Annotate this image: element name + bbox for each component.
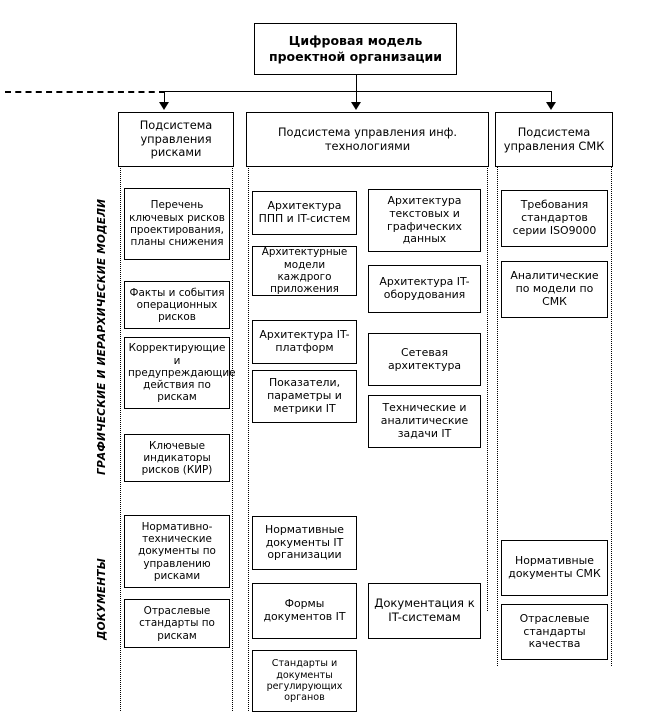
column-rail-qms-left (497, 166, 498, 666)
it-model-left-box-2[interactable]: Архитектурные модели каждрого приложения (252, 246, 357, 296)
side-label-documents: ДОКУМЕНТЫ (96, 558, 108, 640)
subsystem-box-it[interactable]: Подсистема управления инф. технологиями (246, 112, 489, 167)
it-model-right-label-2: Архитектура IT-оборудования (379, 275, 470, 301)
risk-model-label-2: Факты и события операционных рисков (129, 286, 225, 324)
side-label-models: ГРАФИЧЕСКИЕ И ИЕРАРХИЧЕСКИЕ МОДЕЛИ (96, 199, 108, 475)
it-model-left-box-3[interactable]: Архитектура IT-платформ (252, 320, 357, 364)
column-rail-it-left (248, 166, 249, 711)
qms-model-label-1: Требования стандартов серии ISO9000 (512, 198, 597, 237)
title-stem-line (356, 75, 357, 92)
qms-document-box-1[interactable]: Нормативные документы СМК (501, 540, 608, 596)
subsystem-box-risk[interactable]: Подсистема управления рисками (118, 112, 234, 167)
risk-model-box-2[interactable]: Факты и события операционных рисков (124, 281, 230, 329)
subsystem-box-qms[interactable]: Подсистема управления СМК (495, 112, 613, 167)
qms-model-label-2: Аналитические по модели по СМК (510, 269, 599, 308)
column-rail-qms-right (611, 166, 612, 666)
side-label-documents-text: ДОКУМЕНТЫ (96, 558, 108, 640)
branch-line-risk (164, 91, 165, 103)
subsystem-label-it: Подсистема управления инф. технологиями (277, 125, 458, 153)
qms-document-label-1: Нормативные документы СМК (508, 554, 601, 580)
risk-model-label-4: Ключевые индикаторы рисков (КИР) (141, 439, 213, 477)
subsystem-label-risk: Подсистема управления рисками (139, 118, 213, 160)
risk-model-label-3: Корректирующие и предупреждающие действи… (128, 342, 236, 404)
column-rail-risk-right (232, 166, 233, 711)
it-model-left-box-1[interactable]: Архитектура ППП и IT-систем (252, 191, 357, 235)
it-model-left-label-2: Архитектурные модели каждрого приложения (261, 246, 348, 296)
it-model-right-box-4[interactable]: Технические и аналитические задачи IT (368, 395, 481, 448)
it-document-right-box-1[interactable]: Документация к IT-системам (368, 583, 481, 639)
arrow-down-icon-it (351, 102, 361, 110)
risk-model-box-1[interactable]: Перечень ключевых рисков проектирования,… (124, 188, 230, 260)
column-rail-risk-left (120, 166, 121, 711)
risk-document-label-2: Отраслевые стандарты по рискам (139, 605, 215, 642)
qms-document-box-2[interactable]: Отраслевые стандарты качества (501, 604, 608, 660)
qms-document-label-2: Отраслевые стандарты качества (519, 611, 590, 651)
it-model-left-label-3: Архитектура IT-платформ (259, 328, 350, 354)
risk-model-label-1: Перечень ключевых рисков проектирования,… (129, 199, 225, 249)
branch-line-it (356, 91, 357, 103)
it-document-left-label-1: Нормативные документы IT организации (265, 522, 344, 562)
it-model-right-box-2[interactable]: Архитектура IT-оборудования (368, 265, 481, 313)
risk-document-box-2[interactable]: Отраслевые стандарты по рискам (124, 599, 230, 648)
it-document-left-box-2[interactable]: Формы документов IT (252, 583, 357, 639)
risk-model-box-3[interactable]: Корректирующие и предупреждающие действи… (124, 337, 236, 409)
it-document-right-label-1: Документация к IT-системам (374, 596, 475, 624)
arrow-down-icon-risk (159, 102, 169, 110)
it-document-left-label-3: Стандарты и документы регулирующих орган… (266, 658, 343, 704)
it-model-right-label-4: Технические и аналитические задачи IT (380, 401, 469, 440)
column-rail-it-right (487, 166, 488, 611)
title-box-label: Цифровая модель проектной организации (268, 33, 443, 64)
it-model-right-box-1[interactable]: Архитектура текстовых и графических данн… (368, 189, 481, 252)
it-model-left-box-4[interactable]: Показатели, параметры и метрики IT (252, 370, 357, 423)
qms-model-box-2[interactable]: Аналитические по модели по СМК (501, 261, 608, 318)
it-document-left-box-1[interactable]: Нормативные документы IT организации (252, 516, 357, 570)
top-bus-line (164, 91, 552, 92)
section-divider-dashed-line (5, 91, 165, 93)
risk-document-box-1[interactable]: Нормативно-технические документы по упра… (124, 515, 230, 588)
branch-line-qms (551, 91, 552, 103)
subsystem-label-qms: Подсистема управления СМК (503, 125, 605, 153)
qms-model-box-1[interactable]: Требования стандартов серии ISO9000 (501, 190, 608, 247)
arrow-down-icon-qms (546, 102, 556, 110)
it-model-right-label-3: Сетевая архитектура (387, 345, 462, 372)
it-model-left-label-1: Архитектура ППП и IT-систем (258, 199, 351, 225)
it-document-left-box-3[interactable]: Стандарты и документы регулирующих орган… (252, 650, 357, 712)
risk-document-label-1: Нормативно-технические документы по упра… (138, 520, 216, 582)
title-box: Цифровая модель проектной организации (254, 23, 457, 75)
it-document-left-label-2: Формы документов IT (263, 597, 346, 623)
it-model-right-label-1: Архитектура текстовых и графических данн… (387, 193, 462, 246)
side-label-models-text: ГРАФИЧЕСКИЕ И ИЕРАРХИЧЕСКИЕ МОДЕЛИ (96, 198, 108, 475)
it-model-right-box-3[interactable]: Сетевая архитектура (368, 333, 481, 386)
it-model-left-label-4: Показатели, параметры и метрики IT (267, 376, 342, 415)
risk-model-box-4[interactable]: Ключевые индикаторы рисков (КИР) (124, 434, 230, 482)
